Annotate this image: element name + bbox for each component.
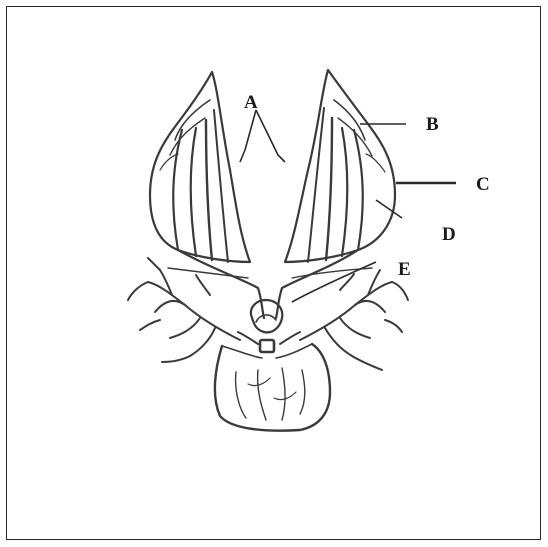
label-d: D [442, 224, 456, 245]
right-branches [300, 270, 408, 370]
label-e: E [398, 259, 411, 280]
left-lobe [150, 72, 250, 262]
leader-e [292, 262, 376, 302]
leader-a-right [256, 110, 285, 162]
leader-lines [240, 110, 456, 302]
label-a: A [244, 92, 258, 113]
label-c: C [476, 174, 490, 195]
leader-a-left [240, 110, 256, 162]
central-knot [238, 300, 300, 352]
central-duct [168, 250, 372, 318]
leader-d [376, 200, 402, 218]
label-b: B [426, 114, 439, 135]
lower-sac [215, 344, 330, 431]
right-lobe [285, 70, 395, 262]
